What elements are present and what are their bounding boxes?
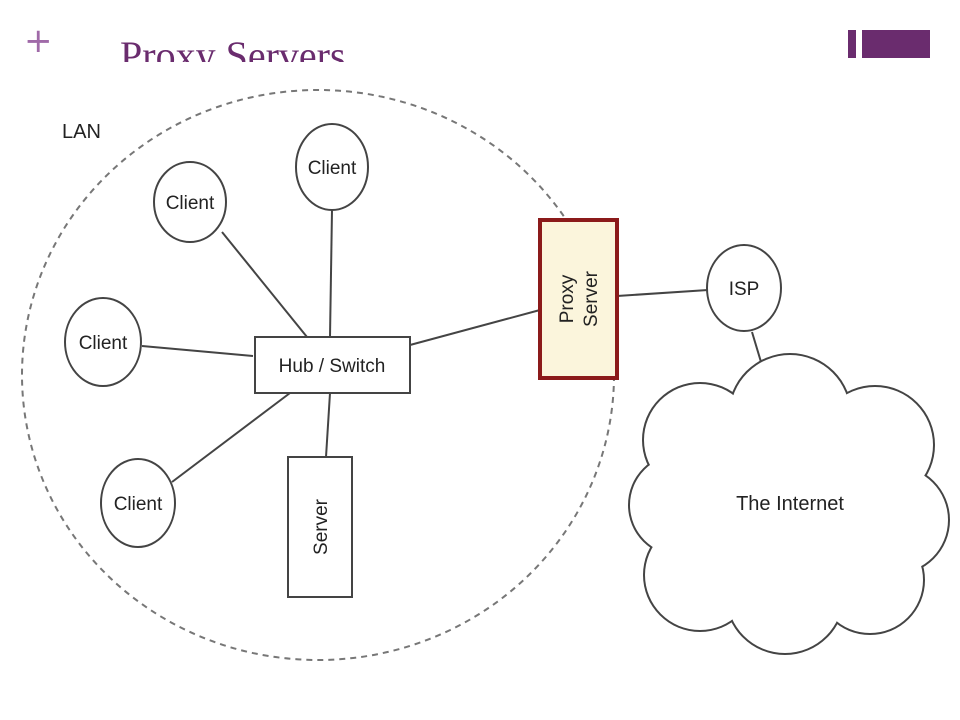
hub-switch-label: Hub / Switch [279,356,386,377]
link-client-3-hub [141,345,254,357]
link-hub-proxy [409,309,541,346]
internet-label: The Internet [736,493,844,515]
lan-label: LAN [62,121,101,143]
client-node: Client [64,297,142,387]
isp-node: ISP [706,244,782,332]
internet-cloud: The Internet [628,353,950,655]
proxy-server-node: Proxy Server [538,218,619,380]
client-label: Client [79,333,128,354]
slide-title: Proxy Servers [120,33,346,63]
client-label: Client [308,158,357,179]
hub-switch-node: Hub / Switch [254,336,411,394]
accent-bar [862,30,930,58]
client-node: Client [153,161,227,243]
slide-header: + Proxy Servers [0,0,960,62]
link-client-2-hub [329,209,333,338]
isp-label: ISP [729,279,760,300]
server-node: Server [287,456,353,598]
link-client-1-hub [221,231,308,338]
link-server-hub [325,392,331,458]
client-label: Client [114,494,163,515]
link-client-4-hub [171,392,291,483]
proxy-label-line-2: Server [581,270,602,327]
accent-bar-thin [848,30,856,58]
client-label: Client [166,193,215,214]
proxy-label-line-1: Proxy [557,274,578,323]
client-node: Client [295,123,369,211]
client-node: Client [100,458,176,548]
plus-icon: + [24,21,53,61]
link-proxy-isp [616,289,709,297]
server-label: Server [311,498,332,555]
